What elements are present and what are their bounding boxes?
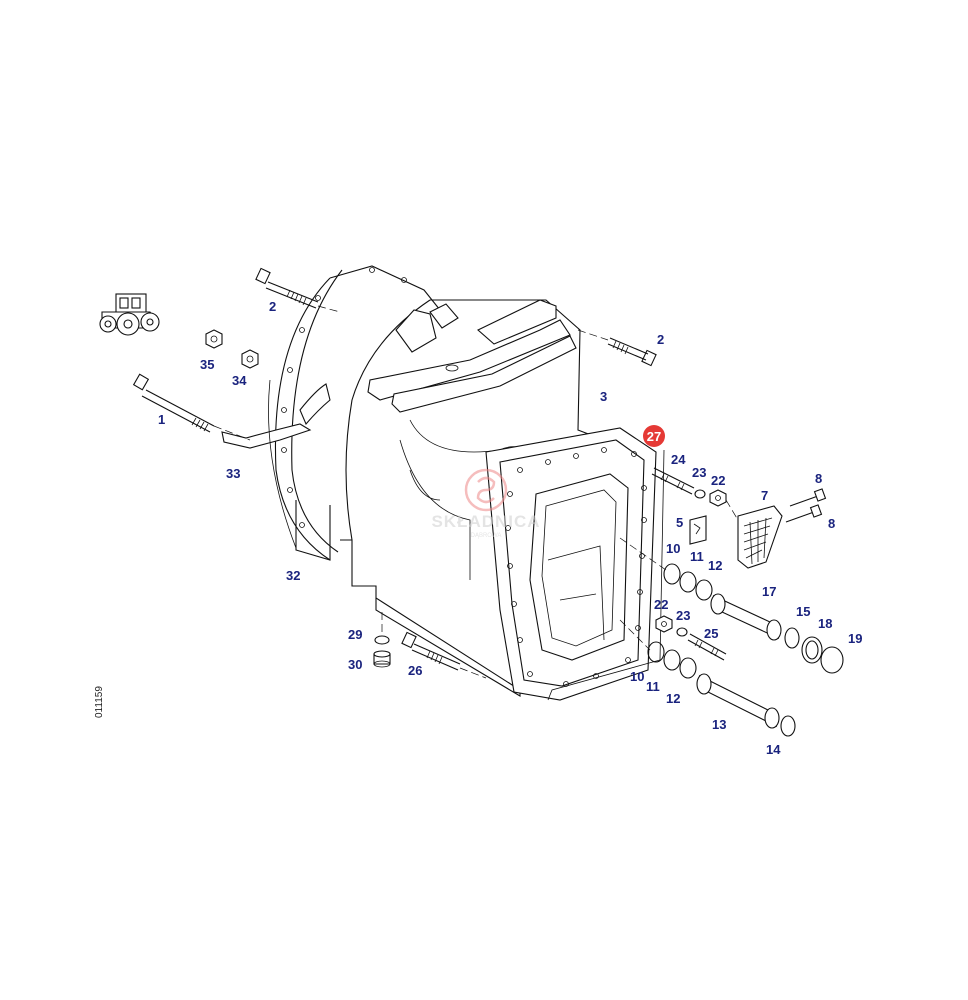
callout-25[interactable]: 25 [704, 626, 718, 641]
highlight-badge-27[interactable]: 27 [643, 425, 665, 447]
callout-10-lower[interactable]: 10 [630, 669, 644, 684]
bolt-2-left [255, 267, 319, 309]
callout-18[interactable]: 18 [818, 616, 832, 631]
callout-8-lower[interactable]: 8 [828, 516, 835, 531]
gasket-33 [221, 383, 331, 449]
callout-2-right[interactable]: 2 [657, 332, 664, 347]
callout-22-lower[interactable]: 22 [654, 597, 668, 612]
callout-24[interactable]: 24 [671, 452, 686, 467]
stud-25 [687, 633, 727, 661]
callout-12-upper[interactable]: 12 [708, 558, 722, 573]
oring-11-upper [679, 571, 697, 593]
nut-22-lower [655, 615, 673, 633]
oring-12-lower [679, 657, 697, 679]
callout-10-upper[interactable]: 10 [666, 541, 680, 556]
plug-30 [373, 650, 391, 668]
callout-12-lower[interactable]: 12 [666, 691, 680, 706]
leader-lines [213, 305, 739, 679]
cover-7-grid [743, 517, 773, 565]
bolt-8-upper [789, 488, 827, 507]
oring-10-lower [647, 641, 665, 663]
front-flange [485, 427, 665, 701]
bolt-2-right [607, 337, 657, 367]
callout-7[interactable]: 7 [761, 488, 768, 503]
bolt-1 [132, 373, 215, 433]
gasket-32 [268, 379, 297, 549]
callout-11-lower[interactable]: 11 [646, 679, 660, 694]
callout-15[interactable]: 15 [796, 604, 810, 619]
callout-8-upper[interactable]: 8 [815, 471, 822, 486]
clip-5 [689, 515, 707, 545]
callout-23-lower[interactable]: 23 [676, 608, 690, 623]
callout-33[interactable]: 33 [226, 466, 240, 481]
callout-22-upper[interactable]: 22 [711, 473, 725, 488]
callout-3[interactable]: 3 [600, 389, 607, 404]
callout-27[interactable]: 27 [647, 429, 661, 444]
bolt-26 [401, 631, 461, 671]
callout-26[interactable]: 26 [408, 663, 422, 678]
watermark-logo: SKŁADNICA DĄBROWA [431, 468, 540, 539]
callout-19[interactable]: 19 [848, 631, 862, 646]
stud-24 [651, 467, 695, 495]
tractor-icon [99, 293, 160, 336]
tube-13 [696, 673, 780, 729]
tube-17 [710, 593, 782, 641]
callout-11-upper[interactable]: 11 [690, 549, 704, 564]
callout-30[interactable]: 30 [348, 657, 362, 672]
callout-labels: 1 2 2 3 5 7 8 8 10 11 12 17 15 18 19 24 … [158, 299, 862, 757]
callout-2-left[interactable]: 2 [269, 299, 276, 314]
callout-14[interactable]: 14 [766, 742, 781, 757]
watermark-text: SKŁADNICA [431, 512, 540, 531]
cover-7 [737, 505, 783, 569]
callout-13[interactable]: 13 [712, 717, 726, 732]
oring-11-lower [663, 649, 681, 671]
callout-29[interactable]: 29 [348, 627, 362, 642]
callout-23-upper[interactable]: 23 [692, 465, 706, 480]
front-flange-bolt-holes [505, 447, 647, 687]
nut-35 [205, 329, 223, 349]
nut-34 [241, 349, 259, 369]
callout-34[interactable]: 34 [232, 373, 247, 388]
callout-5[interactable]: 5 [676, 515, 683, 530]
callout-17[interactable]: 17 [762, 584, 776, 599]
nut-22-upper [709, 489, 727, 507]
seal-18 [801, 636, 823, 664]
flange-bolt-holes [281, 267, 407, 528]
seal-29 [374, 635, 390, 645]
oring-10-upper [663, 563, 681, 585]
watermark-subtext: DĄBROWA [471, 533, 502, 539]
callout-35[interactable]: 35 [200, 357, 214, 372]
ring-14 [780, 715, 796, 737]
bolt-8-lower [785, 504, 823, 523]
ring-15 [784, 627, 800, 649]
ring-19 [820, 646, 844, 674]
callout-1[interactable]: 1 [158, 412, 165, 427]
callout-32[interactable]: 32 [286, 568, 300, 583]
oring-12-upper [695, 579, 713, 601]
washer-23-lower [676, 627, 688, 637]
drawing-code: 011159 [94, 686, 105, 718]
washer-23-upper [694, 489, 706, 499]
